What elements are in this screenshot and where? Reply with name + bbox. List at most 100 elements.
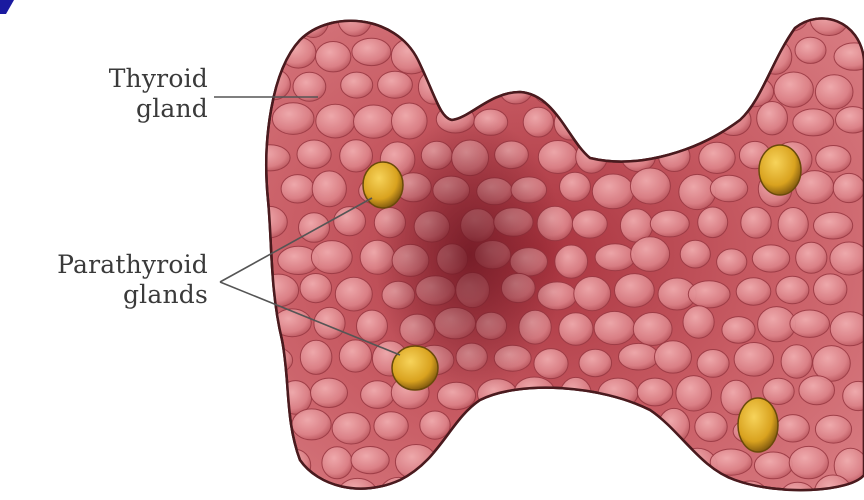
thyroid-lobule — [615, 415, 656, 444]
thyroid-lobule — [534, 6, 572, 35]
thyroid-lobule — [697, 350, 729, 378]
thyroid-lobule — [615, 70, 651, 105]
parathyroid-gland-upper-right — [759, 145, 801, 195]
thyroid-lobule — [254, 478, 286, 500]
thyroid-lobule — [536, 485, 567, 500]
thyroid-lobule — [311, 378, 348, 407]
thyroid-lobule — [630, 168, 670, 204]
thyroid-lobule — [378, 71, 413, 98]
thyroid-lobule — [502, 475, 532, 500]
parathyroid-label-line-2: glands — [10, 280, 208, 310]
thyroid-lobule — [615, 274, 655, 308]
thyroid-lobule — [338, 2, 371, 36]
parathyroid-gland-lower-left — [392, 346, 438, 390]
thyroid-lobule — [258, 6, 289, 34]
thyroid-lobule — [836, 107, 864, 133]
thyroid-lobule — [454, 418, 489, 446]
thyroid-lobule — [772, 4, 807, 31]
thyroid-lobule — [599, 36, 630, 72]
thyroid-lobule — [633, 313, 672, 346]
parathyroid-gland-lower-right — [738, 398, 778, 452]
thyroid-lobule — [280, 449, 311, 481]
thyroid-lobule — [790, 310, 830, 337]
thyroid-lobule — [523, 107, 553, 137]
thyroid-lobule — [722, 317, 755, 344]
thyroid-lobule — [391, 38, 431, 74]
thyroid-lobule — [757, 102, 788, 135]
thyroid-lobule — [499, 74, 532, 104]
parathyroid-label-line-1: Parathyroid — [10, 250, 208, 280]
thyroid-lobule — [292, 409, 331, 440]
thyroid-lobule — [534, 78, 565, 105]
corner-fragment-mark — [0, 0, 14, 14]
thyroid-lobule — [354, 105, 395, 138]
thyroid-lobule — [297, 140, 331, 168]
thyroid-lobule — [574, 277, 611, 311]
thyroid-lobule — [774, 72, 813, 107]
thyroid-lobule — [575, 70, 605, 102]
thyroid-lobule — [576, 140, 608, 173]
thyroid-lobule — [793, 109, 834, 136]
thyroid-lobule — [560, 377, 591, 411]
thyroid-lobule — [458, 480, 499, 500]
thyroid-lobule — [693, 9, 729, 37]
thyroid-lobule — [613, 485, 652, 500]
thyroid-lobule — [816, 146, 851, 173]
thyroid-lobule — [658, 408, 689, 443]
thyroid-lobule — [351, 447, 389, 474]
thyroid-lobule — [592, 174, 634, 209]
thyroid-lobule — [698, 207, 728, 238]
thyroid-lobule — [752, 245, 789, 272]
thyroid-lobule — [710, 35, 748, 68]
thyroid-lobule — [795, 37, 826, 63]
thyroid-lobule — [312, 171, 346, 207]
thyroid-lobule — [690, 484, 729, 500]
thyroid-lobule — [778, 208, 808, 242]
thyroid-lobule — [562, 446, 594, 480]
thyroid-lobule — [332, 413, 370, 444]
thyroid-lobule — [311, 241, 352, 274]
thyroid-lobule — [560, 172, 591, 201]
thyroid-lobule — [480, 448, 515, 482]
thyroid-lobule — [572, 210, 607, 238]
thyroid-lobule — [300, 340, 332, 374]
thyroid-lobule — [352, 38, 391, 65]
thyroid-lobule — [683, 306, 714, 338]
thyroid-lobule — [593, 110, 630, 140]
thyroid-lobule — [300, 274, 332, 303]
thyroid-lobule — [754, 452, 792, 479]
thyroid-lobule — [573, 10, 608, 38]
thyroid-lobule — [374, 412, 408, 441]
thyroid-lobule — [417, 2, 454, 33]
thyroid-lobule — [361, 381, 395, 409]
thyroid-lobule — [298, 3, 329, 38]
thyroid-lobule — [734, 343, 774, 377]
thyroid-label-line-1: Thyroid — [60, 64, 208, 94]
thyroid-lobule — [357, 310, 388, 342]
thyroid-lobule — [619, 343, 659, 370]
thyroid-lobule — [789, 446, 828, 478]
thyroid-lobule — [759, 40, 792, 74]
thyroid-lobule — [534, 349, 568, 379]
thyroid-lobule — [650, 210, 689, 237]
thyroid-lobule — [559, 313, 593, 346]
thyroid-lobule — [556, 43, 586, 73]
thyroid-lobule — [595, 244, 635, 271]
thyroid-lobule — [799, 376, 835, 405]
thyroid-lobule — [250, 145, 290, 171]
thyroid-lobule — [477, 35, 511, 65]
thyroid-lobule — [450, 0, 491, 34]
thyroid-lobule — [710, 175, 747, 202]
thyroid-lobule — [272, 103, 314, 135]
thyroid-lobule — [640, 104, 674, 134]
thyroid-lobule — [695, 72, 736, 105]
thyroid-lobule — [679, 174, 716, 209]
thyroid-lobule — [579, 349, 612, 376]
thyroid-lobule — [253, 414, 290, 445]
thyroid-lobule — [290, 482, 328, 500]
thyroid-lobule — [699, 142, 735, 173]
thyroid-lobule — [776, 276, 809, 304]
thyroid-lobule — [682, 109, 713, 137]
thyroid-lobule — [314, 307, 345, 339]
